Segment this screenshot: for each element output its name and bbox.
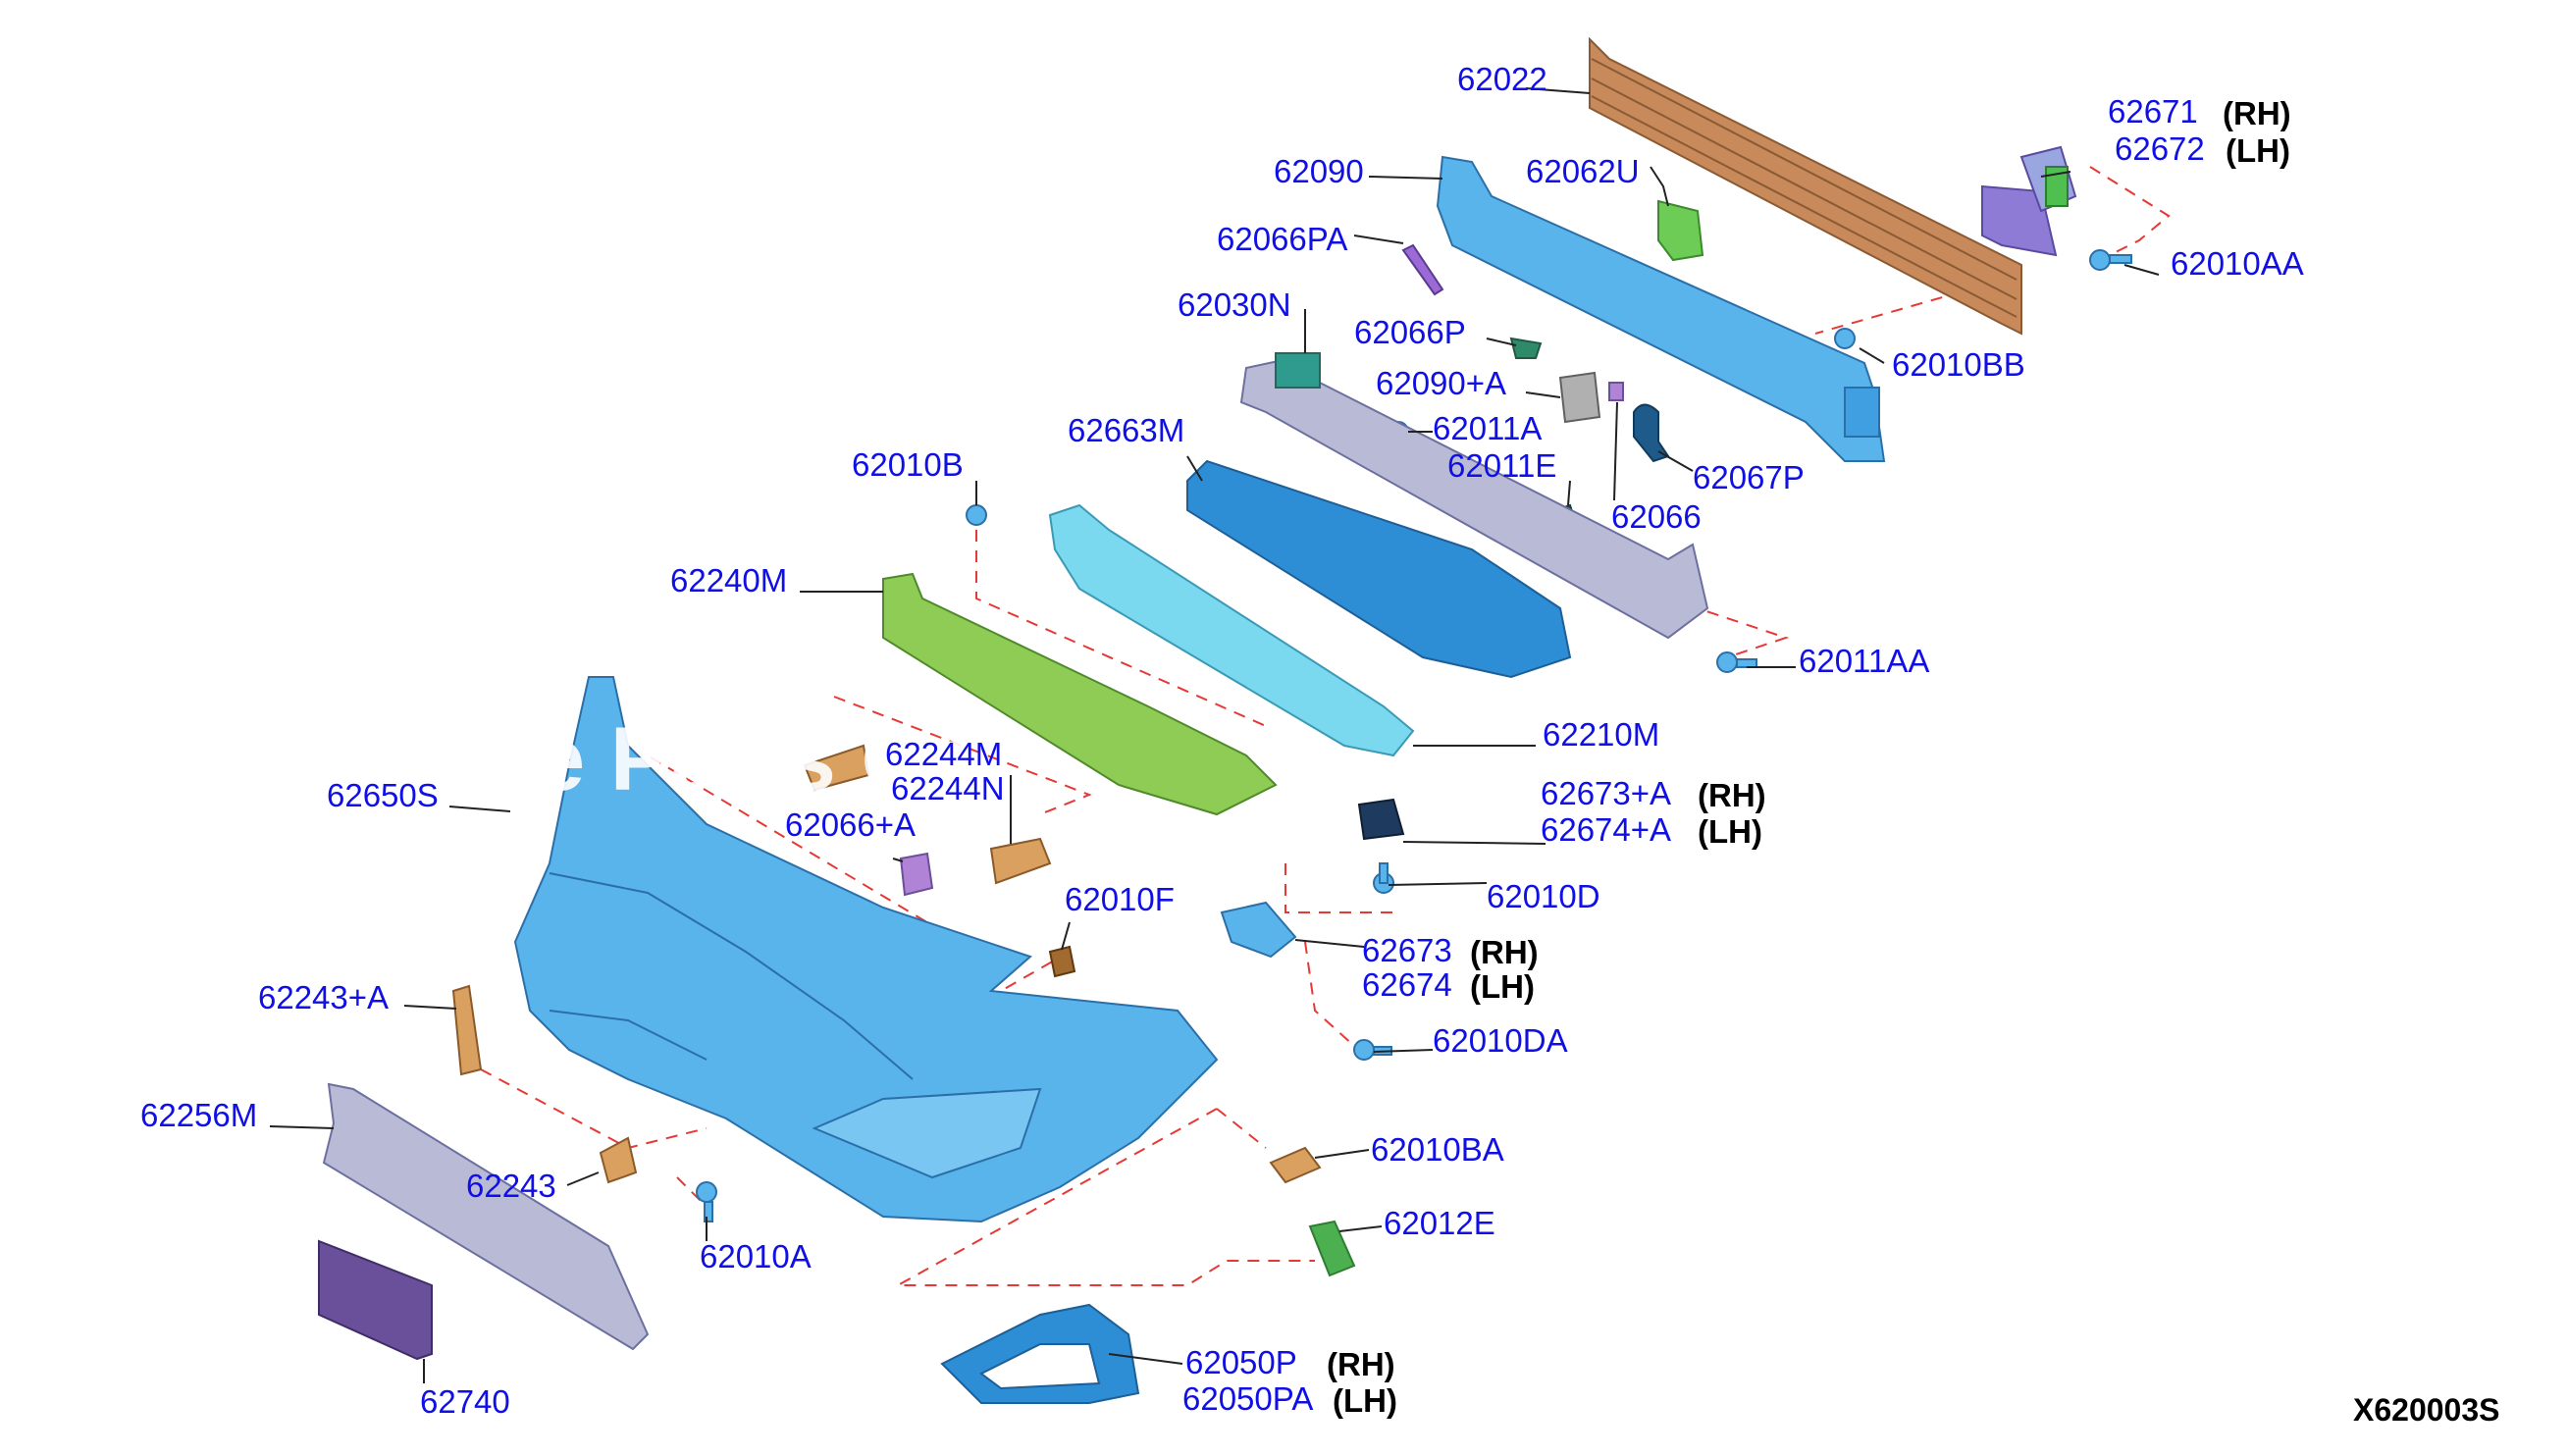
side-lh-62672: (LH) <box>2226 132 2290 169</box>
label-62050pa[interactable]: 62050PA <box>1182 1380 1313 1417</box>
label-62030n[interactable]: 62030N <box>1178 286 1291 323</box>
label-62022[interactable]: 62022 <box>1457 61 1547 97</box>
label-62090a[interactable]: 62090+A <box>1376 365 1506 401</box>
label-62672[interactable]: 62672 <box>2115 130 2205 167</box>
label-62010a[interactable]: 62010A <box>700 1238 812 1274</box>
label-62010da[interactable]: 62010DA <box>1433 1022 1568 1059</box>
label-62011aa[interactable]: 62011AA <box>1799 643 1929 679</box>
side-lh-62674a: (LH) <box>1698 813 1762 850</box>
label-62090[interactable]: 62090 <box>1274 153 1364 189</box>
label-62010f[interactable]: 62010F <box>1065 881 1175 917</box>
side-rh-62673a: (RH) <box>1698 777 1766 813</box>
label-62066a[interactable]: 62066+A <box>785 806 916 843</box>
label-62243a[interactable]: 62243+A <box>258 979 389 1015</box>
label-62010ba[interactable]: 62010BA <box>1371 1131 1504 1168</box>
side-lh-62050pa: (LH) <box>1333 1382 1397 1419</box>
label-62066p[interactable]: 62066P <box>1354 314 1466 350</box>
label-62010d[interactable]: 62010D <box>1487 878 1600 914</box>
lower-absorber <box>882 572 1278 816</box>
label-62066pa[interactable]: 62066PA <box>1217 221 1347 257</box>
label-62011e[interactable]: 62011E <box>1447 447 1556 484</box>
figure-code: X620003S <box>2353 1392 2499 1428</box>
label-62256m[interactable]: 62256M <box>140 1097 257 1133</box>
label-62240m[interactable]: 62240M <box>670 562 787 598</box>
part-labels: 62022 62090 62062U 62671 (RH) 62672 (LH)… <box>140 61 2304 1420</box>
label-62050p[interactable]: 62050P <box>1185 1344 1297 1380</box>
label-62740[interactable]: 62740 <box>420 1383 510 1420</box>
lower-grille <box>322 1082 650 1351</box>
side-lh-62674: (LH) <box>1470 968 1535 1005</box>
part-artwork <box>318 36 2132 1404</box>
label-62010bb[interactable]: 62010BB <box>1892 346 2025 383</box>
bumper-fascia <box>513 676 1219 1223</box>
label-62674[interactable]: 62674 <box>1362 966 1452 1003</box>
label-62243[interactable]: 62243 <box>466 1168 556 1204</box>
label-62011a[interactable]: 62011A <box>1433 410 1542 446</box>
label-62067p[interactable]: 62067P <box>1693 459 1805 495</box>
label-62210m[interactable]: 62210M <box>1543 716 1659 753</box>
label-62012e[interactable]: 62012E <box>1384 1205 1495 1241</box>
label-62663m[interactable]: 62663M <box>1068 412 1184 448</box>
label-62062u[interactable]: 62062U <box>1526 153 1640 189</box>
label-62671[interactable]: 62671 <box>2108 93 2198 130</box>
license-plate-bracket <box>318 1239 433 1361</box>
side-rh-62673: (RH) <box>1470 934 1539 970</box>
energy-absorber <box>1436 155 1886 462</box>
label-62673a[interactable]: 62673+A <box>1541 775 1671 811</box>
label-62674a[interactable]: 62674+A <box>1541 811 1671 848</box>
label-62010aa[interactable]: 62010AA <box>2171 245 2304 282</box>
label-62244n[interactable]: 62244N <box>891 770 1005 806</box>
air-guide <box>1048 503 1415 757</box>
side-rh-62671: (RH) <box>2223 95 2291 131</box>
watermark-text: e Parts Ca <box>535 709 977 809</box>
label-62244m[interactable]: 62244M <box>885 736 1002 772</box>
under-cover <box>1186 459 1572 679</box>
leader-lines <box>269 87 2160 1383</box>
label-62650s[interactable]: 62650S <box>327 777 439 813</box>
label-62673[interactable]: 62673 <box>1362 932 1452 968</box>
label-62010b[interactable]: 62010B <box>852 446 964 483</box>
side-rh-62050p: (RH) <box>1327 1346 1395 1382</box>
label-62066[interactable]: 62066 <box>1611 498 1702 535</box>
